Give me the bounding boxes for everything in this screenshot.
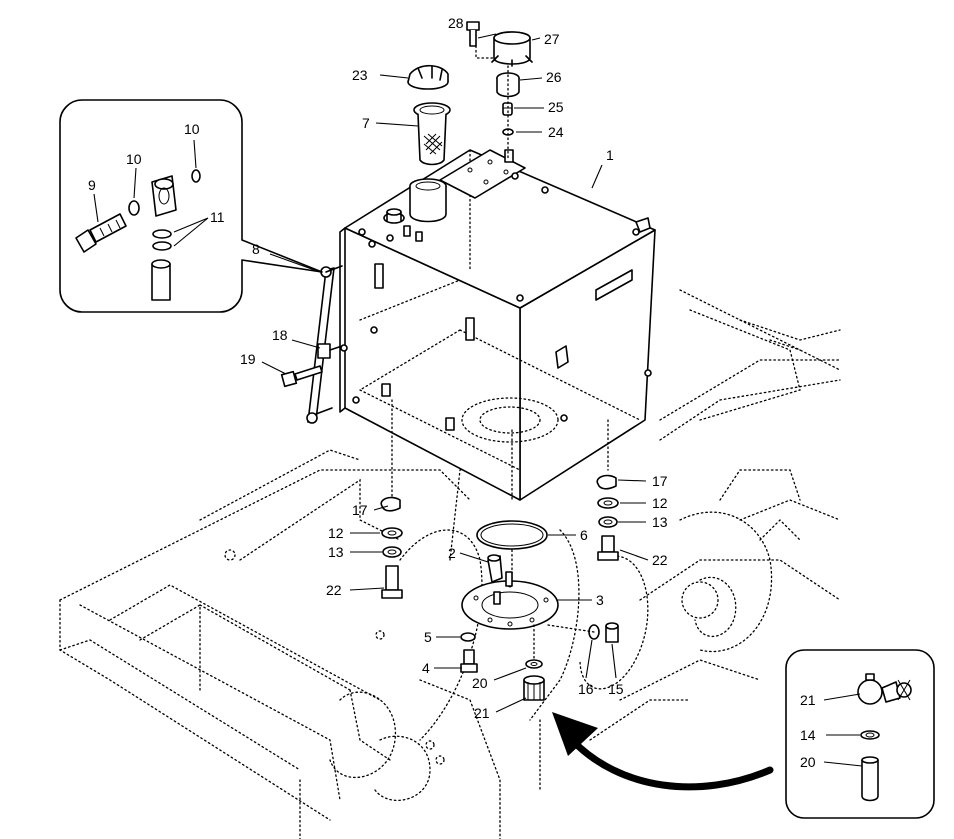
nipple-25 [502,102,513,116]
label-21-inset: 21 [800,692,816,708]
label-28: 28 [448,15,464,31]
o-ring-6 [476,520,548,550]
bolt-19 [280,365,323,388]
adapter-26 [496,72,520,98]
leader-lines [93,33,863,767]
label-12-left: 12 [328,525,344,541]
label-13-right: 13 [652,514,668,530]
detail-arrow [552,712,774,791]
machine-frame-outline [59,289,841,839]
label-26: 26 [546,69,562,85]
washer-12-right [597,497,619,509]
washer-5 [460,632,476,642]
label-3: 3 [596,592,604,608]
label-6: 6 [580,527,588,543]
inset-detail-gauge [59,99,323,313]
breather [491,31,533,67]
bolt-22-right [597,535,619,561]
label-5: 5 [424,629,432,645]
label-27: 27 [544,31,560,47]
lockwasher-13-right [598,516,618,528]
label-14: 14 [800,727,816,743]
label-15: 15 [608,681,624,697]
label-24: 24 [548,124,564,140]
label-9: 9 [88,177,96,193]
drain-pipe-2 [487,554,503,583]
label-22-right: 22 [652,552,668,568]
label-22-left: 22 [326,582,342,598]
hydraulic-tank [339,149,656,501]
label-17-left: 17 [352,502,368,518]
label-16: 16 [578,681,594,697]
label-8: 8 [252,241,260,257]
label-13-left: 13 [328,544,344,560]
label-18: 18 [272,327,288,343]
label-20-inset: 20 [800,754,816,770]
label-17-right: 17 [652,473,668,489]
label-4: 4 [422,660,430,676]
label-21-main: 21 [474,705,490,721]
label-7: 7 [362,115,370,131]
filler-cap [407,64,449,90]
clamp-17-right [596,474,617,490]
label-1: 1 [606,147,614,163]
clamp-17-left [380,496,401,512]
flange-plate-3 [461,571,559,630]
strainer [413,102,451,166]
label-19: 19 [240,351,256,367]
label-12-right: 12 [652,495,668,511]
label-23: 23 [352,67,368,83]
label-20-main: 20 [472,675,488,691]
label-10-right: 10 [184,121,200,137]
label-11: 11 [210,209,225,225]
level-gauge [306,265,348,424]
bolt-4 [460,649,478,673]
label-25: 25 [548,99,564,115]
callout-labels: 1 28 27 23 26 7 25 24 8 18 19 9 10 10 11… [88,15,816,770]
label-2: 2 [448,545,456,561]
lockwasher-13-left [382,546,402,558]
drain-valve-21 [523,675,545,701]
plug-15 [605,622,619,643]
bolt-28 [466,21,480,47]
washer-12-left [381,527,403,539]
inset-detail-valve [785,649,935,819]
bolt-22-left [381,565,403,599]
gasket-20 [525,659,543,669]
label-10-left: 10 [126,151,142,167]
